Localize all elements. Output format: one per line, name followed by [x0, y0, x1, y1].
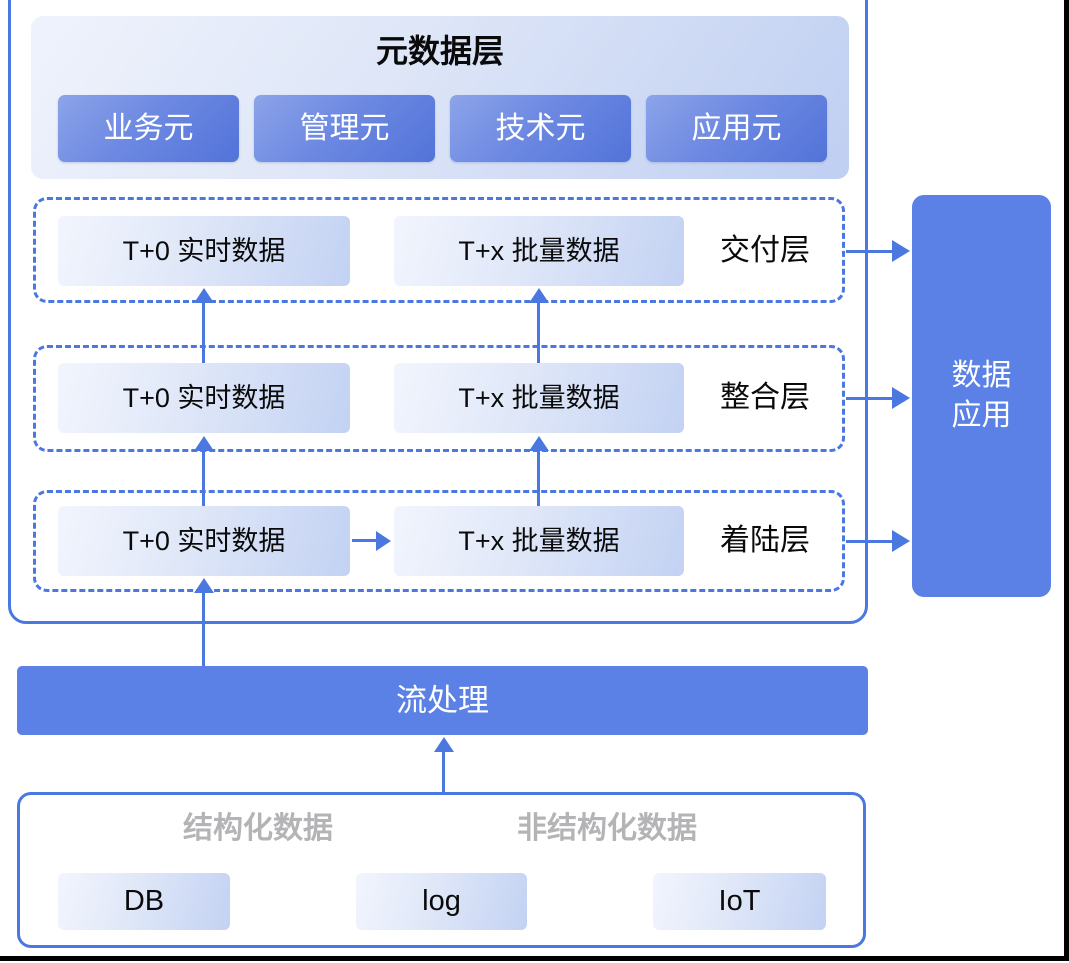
- batch-data-box-integration: T+x 批量数据: [394, 363, 684, 433]
- arrow-up-realtime-integration-to-delivery-head: [194, 288, 214, 303]
- arrow-up-stream-to-landing-line: [202, 592, 205, 666]
- data-application-box: 数据 应用: [912, 195, 1051, 597]
- arrow-right-delivery-to-app-head: [892, 240, 910, 262]
- arrow-up-stream-to-landing-head: [194, 578, 214, 593]
- metadata-chip-business: 业务元: [58, 95, 239, 162]
- arrow-up-batch-landing-to-integration-head: [529, 436, 549, 451]
- realtime-data-box-delivery: T+0 实时数据: [58, 216, 350, 286]
- arrow-right-realtime-to-batch-head: [376, 531, 391, 551]
- source-box-log: log: [356, 873, 527, 930]
- arrow-right-realtime-to-batch-line: [352, 539, 378, 542]
- arrow-up-batch-landing-to-integration-line: [537, 450, 540, 506]
- metadata-chip-management: 管理元: [254, 95, 435, 162]
- layer-label-integration: 整合层: [720, 381, 810, 414]
- stream-processing-bar: 流处理: [17, 666, 868, 735]
- arrow-up-realtime-integration-to-delivery-line: [202, 302, 205, 363]
- arrow-up-batch-integration-to-delivery-line: [537, 302, 540, 363]
- layer-label-delivery: 交付层: [720, 234, 810, 267]
- screenshot-bottom-edge: [0, 956, 1069, 961]
- arrow-right-integration-to-app-head: [892, 387, 910, 409]
- metadata-panel-title: 元数据层: [375, 33, 504, 69]
- arrow-right-delivery-to-app-line: [846, 250, 893, 253]
- layer-label-landing: 着陆层: [720, 524, 810, 557]
- arrow-up-sources-to-stream-line: [442, 751, 445, 792]
- arrow-right-landing-to-app-line: [846, 540, 893, 543]
- batch-data-box-delivery: T+x 批量数据: [394, 216, 684, 286]
- metadata-chip-technical: 技术元: [450, 95, 631, 162]
- data-platform-container: [8, 0, 868, 624]
- screenshot-right-edge: [1064, 0, 1069, 961]
- realtime-data-box-integration: T+0 实时数据: [58, 363, 350, 433]
- arrow-up-batch-integration-to-delivery-head: [529, 288, 549, 303]
- batch-data-box-landing: T+x 批量数据: [394, 506, 684, 576]
- source-box-db: DB: [58, 873, 230, 930]
- arrow-up-realtime-landing-to-integration-head: [194, 436, 214, 451]
- arrow-right-landing-to-app-head: [892, 530, 910, 552]
- arrow-up-sources-to-stream-head: [434, 737, 454, 752]
- arrow-up-realtime-landing-to-integration-line: [202, 450, 205, 506]
- realtime-data-box-landing: T+0 实时数据: [58, 506, 350, 576]
- source-box-iot: IoT: [653, 873, 826, 930]
- metadata-chip-application: 应用元: [646, 95, 827, 162]
- structured-data-label: 结构化数据: [183, 812, 333, 845]
- unstructured-data-label: 非结构化数据: [517, 812, 697, 845]
- arrow-right-integration-to-app-line: [846, 397, 893, 400]
